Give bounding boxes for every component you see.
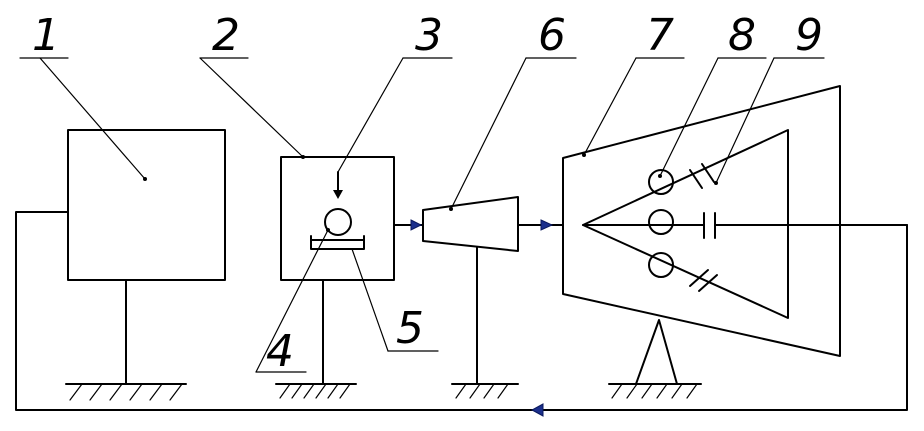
label-1-group: 1 — [19, 10, 147, 181]
leader-dot-7 — [582, 153, 586, 157]
capacitor-lower-plate-2 — [698, 274, 718, 292]
label-6: 6 — [538, 10, 566, 61]
leader-line-9 — [715, 57, 775, 184]
element-8-middle — [648, 209, 674, 235]
block-2 — [275, 156, 395, 399]
label-3-group: 3 — [337, 10, 453, 173]
capacitor-upper-plate-1 — [689, 169, 703, 189]
feedback-loop — [15, 211, 908, 417]
leader-line-5 — [351, 248, 389, 352]
label-9: 9 — [795, 10, 823, 61]
ground-symbol-6 — [451, 383, 519, 399]
leader-line-7 — [583, 57, 637, 156]
leader-line-1 — [39, 57, 146, 180]
leader-dot-6 — [449, 207, 453, 211]
block-6-shape — [422, 196, 519, 252]
ground-symbol-1 — [65, 383, 187, 401]
leader-line-6 — [450, 57, 527, 210]
element-8-upper — [648, 169, 674, 195]
label-2: 2 — [212, 10, 240, 61]
label-8-group: 8 — [658, 10, 767, 178]
block-1 — [65, 129, 226, 401]
label-7: 7 — [646, 10, 674, 61]
leader-line-8 — [659, 57, 719, 177]
feedback-arrow — [530, 403, 544, 417]
capacitor-lower-plate-1 — [689, 269, 709, 287]
block-7-tripod — [635, 319, 678, 385]
flow-arrow-6-7 — [540, 219, 554, 231]
label-1: 1 — [32, 10, 60, 61]
leader-dot-1 — [143, 177, 147, 181]
label-8: 8 — [728, 10, 756, 61]
leader-line-4 — [255, 229, 329, 373]
label-5: 5 — [396, 303, 424, 354]
nozzle-3-arrowhead — [333, 190, 343, 199]
label-9-group: 9 — [714, 10, 825, 185]
element-8-lower — [648, 252, 674, 278]
ground-symbol-2 — [275, 383, 357, 399]
ground-symbol-7 — [608, 383, 702, 399]
leader-line-3 — [337, 57, 404, 173]
label-4: 4 — [266, 326, 294, 377]
flow-arrow-2-6 — [410, 219, 423, 231]
leader-dot-8 — [658, 174, 662, 178]
label-6-group: 6 — [449, 10, 577, 211]
block-1-box — [67, 129, 226, 281]
label-2-group: 2 — [199, 10, 305, 159]
sample-4-circle — [324, 208, 352, 236]
feedback-line — [15, 211, 908, 411]
label-4-group: 4 — [255, 228, 330, 377]
label-7-group: 7 — [582, 10, 685, 157]
block-6 — [422, 196, 519, 399]
label-5-group: 5 — [351, 248, 439, 354]
holder-5 — [310, 235, 365, 250]
capacitor-upper-plate-2 — [701, 163, 715, 183]
leader-line-2 — [199, 57, 304, 158]
block-7 — [562, 85, 908, 399]
block-7-shape — [562, 85, 841, 357]
block-2-box — [280, 156, 395, 281]
label-3: 3 — [415, 10, 443, 61]
